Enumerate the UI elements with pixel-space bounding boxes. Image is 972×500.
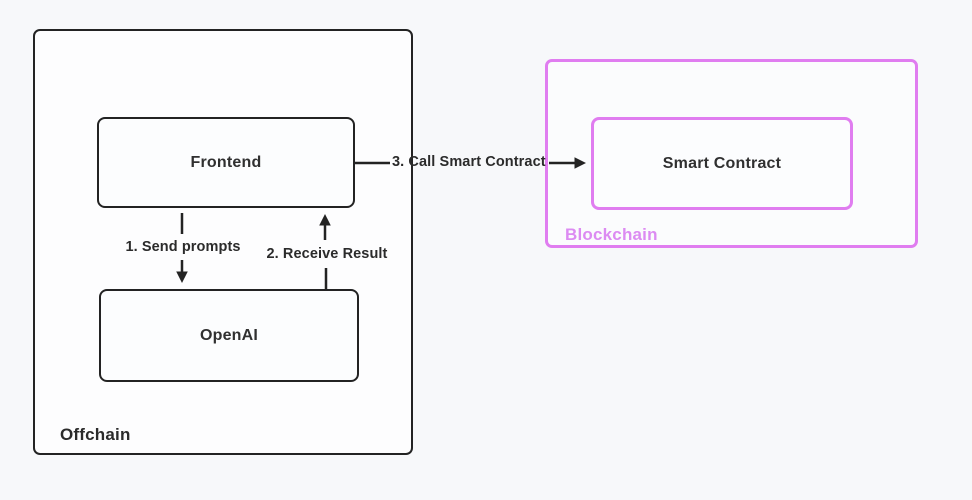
- openai-node: OpenAI: [99, 289, 359, 382]
- smart-contract-node: Smart Contract: [591, 117, 853, 210]
- call-smart-contract-edge-label: 3. Call Smart Contract: [392, 154, 546, 170]
- frontend-node: Frontend: [97, 117, 355, 208]
- offchain-group-box: [33, 29, 413, 455]
- offchain-group-label: Offchain: [60, 425, 131, 444]
- smart-contract-node-label: Smart Contract: [662, 154, 782, 172]
- blockchain-group-label: Blockchain: [565, 225, 658, 244]
- openai-node-label: OpenAI: [199, 326, 259, 344]
- send-prompts-edge-label: 1. Send prompts: [125, 239, 241, 255]
- receive-result-edge-label: 2. Receive Result: [266, 246, 388, 262]
- frontend-node-label: Frontend: [190, 153, 262, 171]
